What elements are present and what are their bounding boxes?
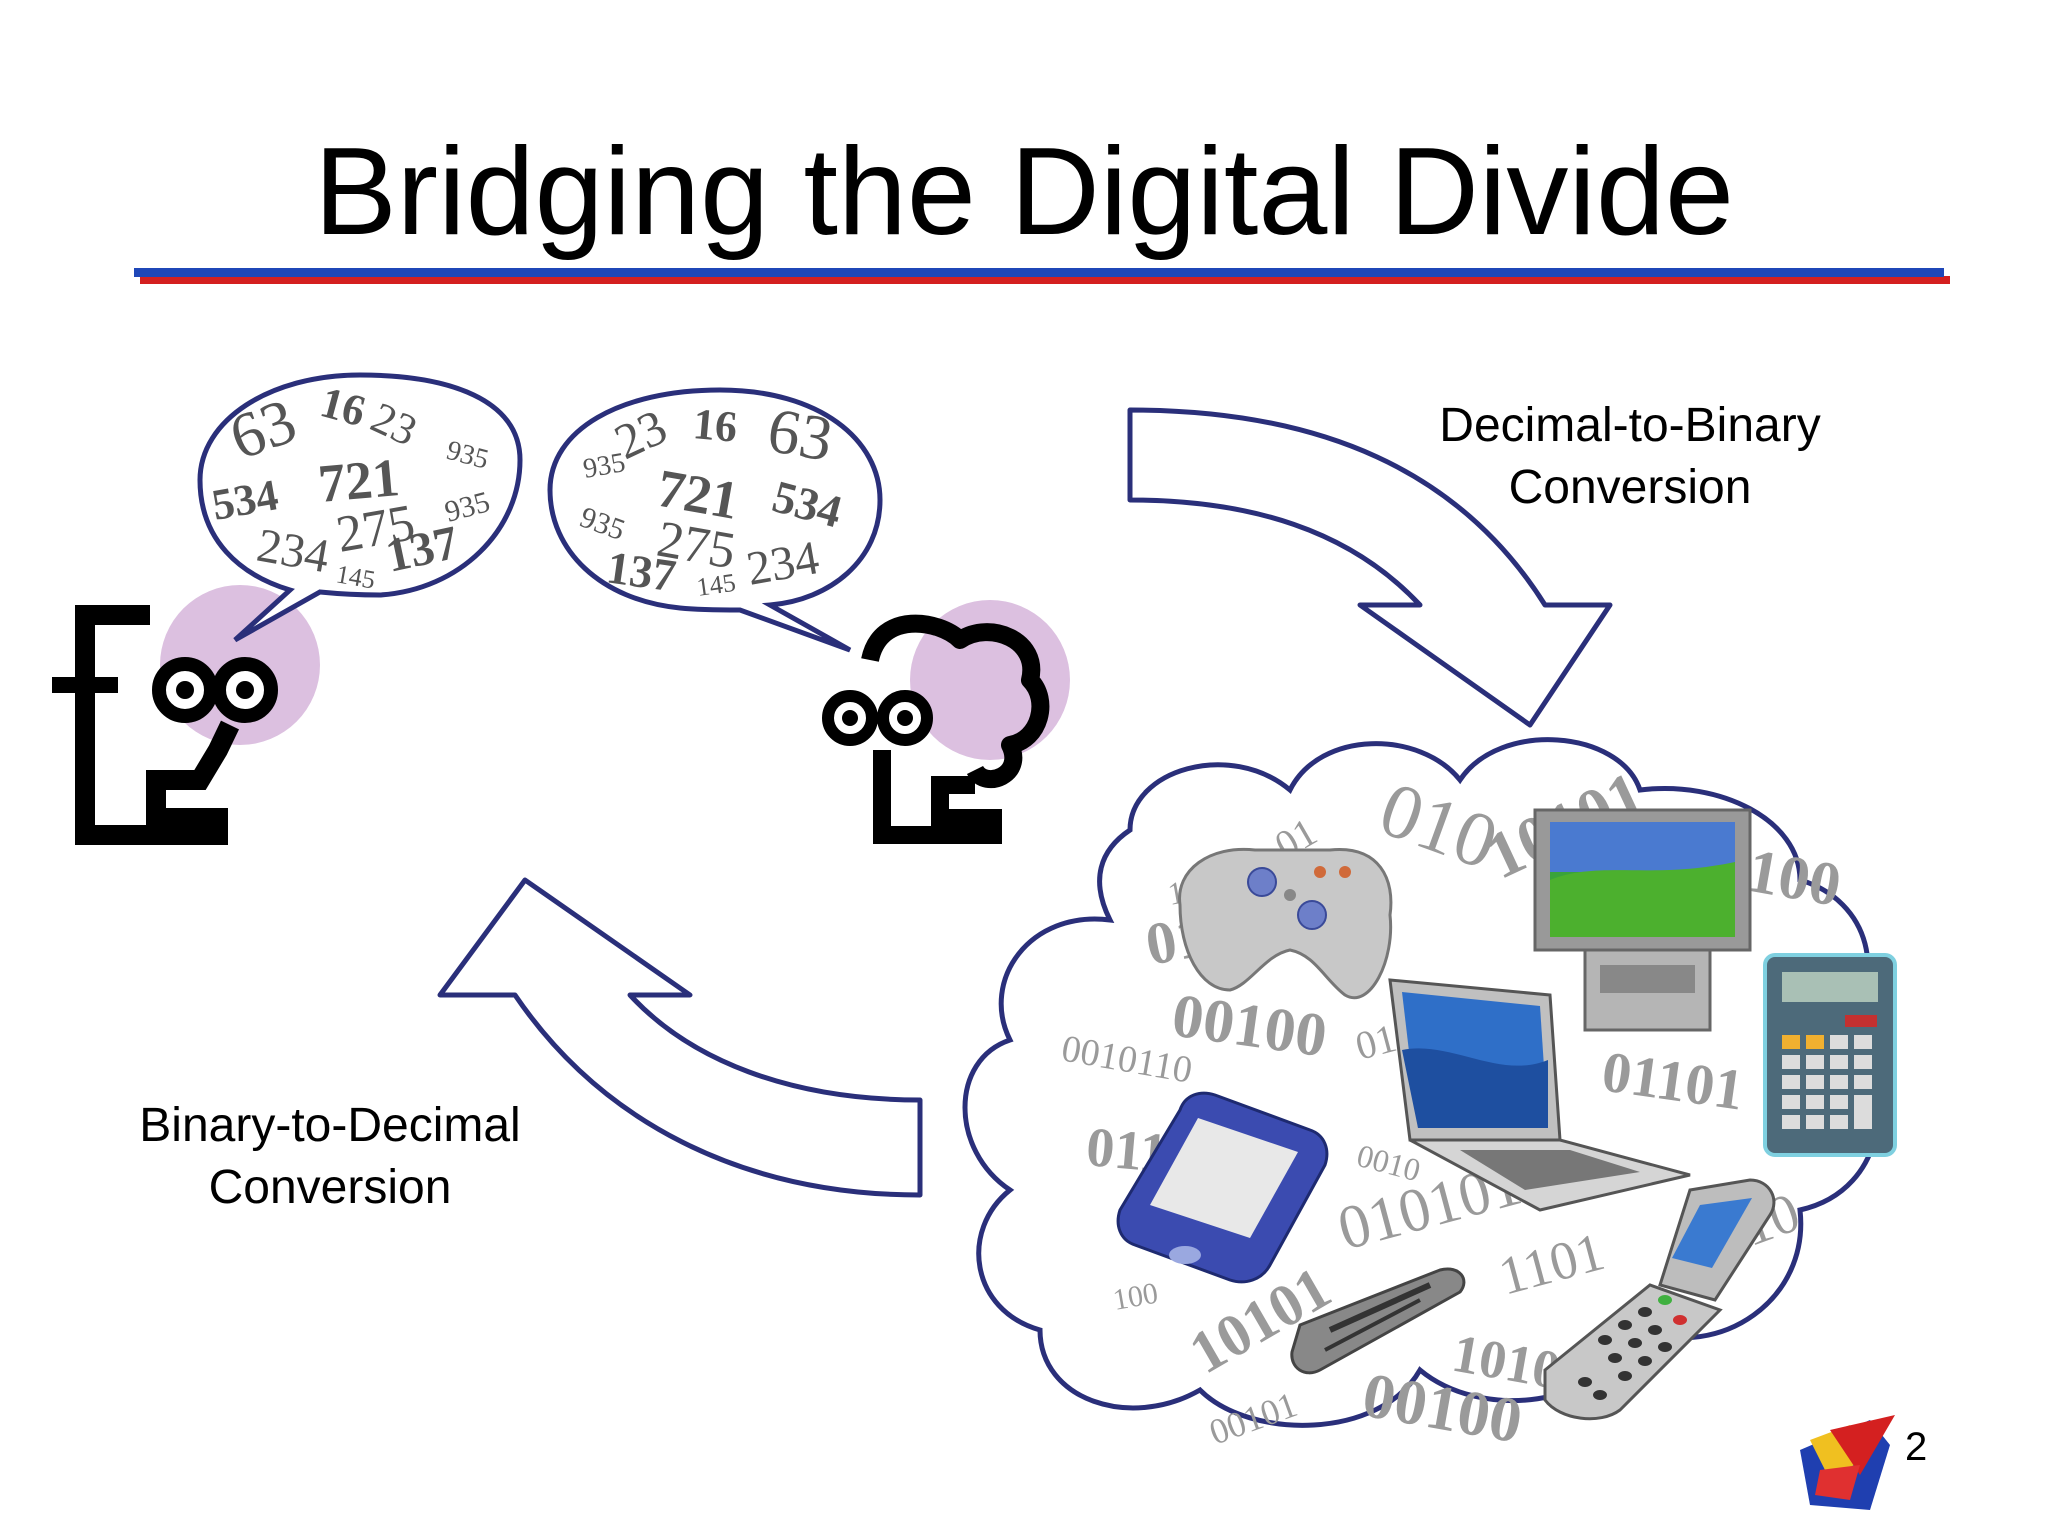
bubble-right-num-2: 63 <box>763 394 838 475</box>
dec-to-bin-label: Decimal-to-Binary Conversion <box>1380 395 1880 519</box>
game-controller-icon <box>1178 847 1393 999</box>
bin-to-dec-line1: Binary-to-Decimal <box>139 1099 521 1152</box>
bubble-right-num-4: 721 <box>653 458 743 531</box>
pda-icon <box>1116 1091 1329 1284</box>
slide-title: Bridging the Digital Divide <box>314 123 1734 261</box>
bubble-left-num-8: 275 <box>332 494 419 564</box>
logo-icon <box>1800 1415 1895 1510</box>
man-head-icon <box>52 585 320 845</box>
dec-to-bin-line1: Decimal-to-Binary <box>1439 399 1821 452</box>
bubble-right-num-10: 234 <box>743 531 823 596</box>
bubble-right-num-8: 137 <box>604 541 679 601</box>
bubble-left-num-4: 534 <box>208 470 282 530</box>
page-number: 2 <box>1905 1425 1928 1469</box>
bin-to-dec-line2: Conversion <box>208 1161 452 1214</box>
dec-to-bin-line2: Conversion <box>1508 461 1752 514</box>
woman-head-icon <box>822 600 1070 844</box>
bin-to-dec-label: Binary-to-Decimal Conversion <box>80 1095 580 1219</box>
title-rule <box>134 268 1950 284</box>
title-rule-red <box>140 276 1950 284</box>
bubble-right-num-3: 935 <box>581 447 628 485</box>
bubble-left-num-7: 234 <box>253 519 333 584</box>
arrow-decimal-to-binary <box>1127 407 1613 728</box>
flat-tv-icon <box>1533 808 1752 1032</box>
bubble-right-num-7: 275 <box>653 511 740 581</box>
binary-13: 100 <box>1110 1277 1160 1317</box>
bubble-left-num-9: 145 <box>334 559 377 594</box>
speech-bubble-left: 63 16 23 935 534 721 935 234 275 145 137 <box>197 372 523 643</box>
flip-phone-icon <box>1543 1178 1776 1421</box>
bubble-left-num-5: 721 <box>316 447 402 514</box>
bubble-right-num-9: 145 <box>695 568 738 602</box>
title-rule-blue <box>134 268 1944 277</box>
binary-4: 100 <box>1743 837 1846 920</box>
bubble-right-num-1: 16 <box>691 399 739 452</box>
laptop-icon <box>1388 978 1691 1212</box>
speech-bubble-right: 23 16 63 935 721 534 935 275 137 145 234 <box>547 387 883 653</box>
remote-control-icon <box>1290 1267 1466 1375</box>
calculator-icon <box>1763 953 1897 1157</box>
arrow-binary-to-decimal <box>437 877 923 1198</box>
